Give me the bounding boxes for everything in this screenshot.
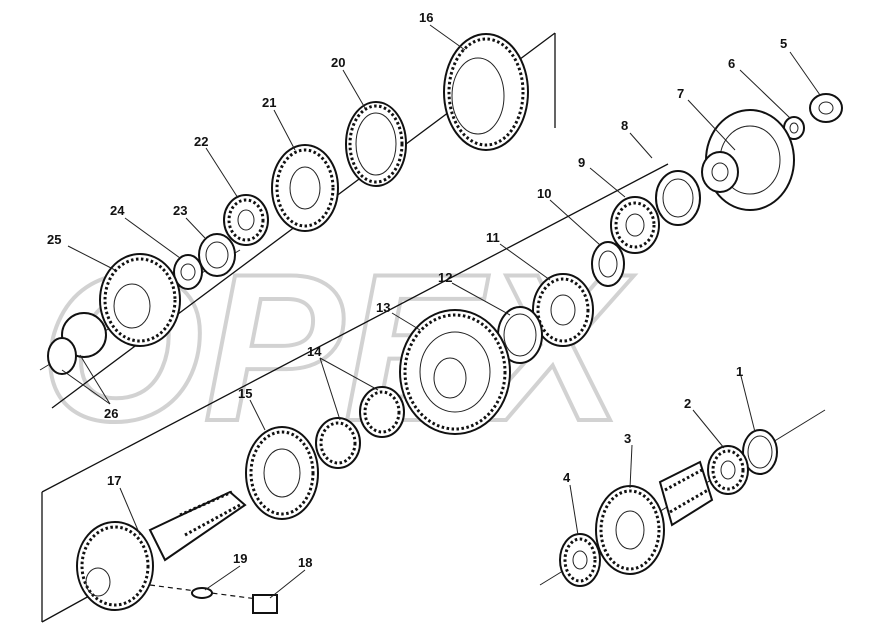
part-26-snap-rings [47,312,107,375]
callout-25: 25 [47,232,61,247]
callout-5: 5 [780,36,787,51]
callout-21: 21 [262,95,276,110]
callout-3: 3 [624,431,631,446]
callout-16: 16 [419,10,433,25]
callout-10: 10 [537,186,551,201]
part-5-nut [809,93,843,123]
part-9-bearing [610,196,660,254]
middle-frame-line [41,163,669,493]
callout-22: 22 [194,134,208,149]
part-25-gear [99,253,181,347]
part-17-mainshaft [76,490,247,611]
part-21-gear [271,144,339,232]
callout-23: 23 [173,203,187,218]
callout-9: 9 [578,155,585,170]
callout-15: 15 [238,386,252,401]
callout-4: 4 [563,470,571,485]
callout-26: 26 [104,406,118,421]
callout-17: 17 [107,473,121,488]
part-7-flange [701,109,795,211]
callout-20: 20 [331,55,345,70]
callout-2: 2 [684,396,691,411]
callout-14: 14 [307,344,322,359]
callout-12: 12 [438,270,452,285]
part-10-bearing [591,241,625,287]
part-2-bearing [707,445,749,495]
part-12-ring [497,306,543,364]
callout-24: 24 [110,203,125,218]
callout-18: 18 [298,555,312,570]
part-1-snap-ring [742,429,778,475]
part-13-gear [399,309,511,435]
callout-1: 1 [736,364,743,379]
part-23-ring [198,233,236,277]
part-22-bearing [223,194,269,246]
callout-11: 11 [486,230,500,245]
part-20-ring [345,101,407,187]
callout-8: 8 [621,118,628,133]
part-16-sleeve [443,33,529,151]
part-11-synchro [532,273,594,347]
callout-6: 6 [728,56,735,71]
callout-13: 13 [376,300,390,315]
part-18-key [252,594,278,614]
part-19-pin [191,587,213,599]
part-24-washer [173,254,203,290]
part-14-bearings [315,386,405,469]
part-3-input-shaft [595,460,714,575]
part-4-bearing [559,533,601,587]
leader-lines [61,24,821,599]
part-15-gear [245,426,319,520]
callout-19: 19 [233,551,247,566]
callout-7: 7 [677,86,684,101]
part-8-seal [655,170,701,226]
